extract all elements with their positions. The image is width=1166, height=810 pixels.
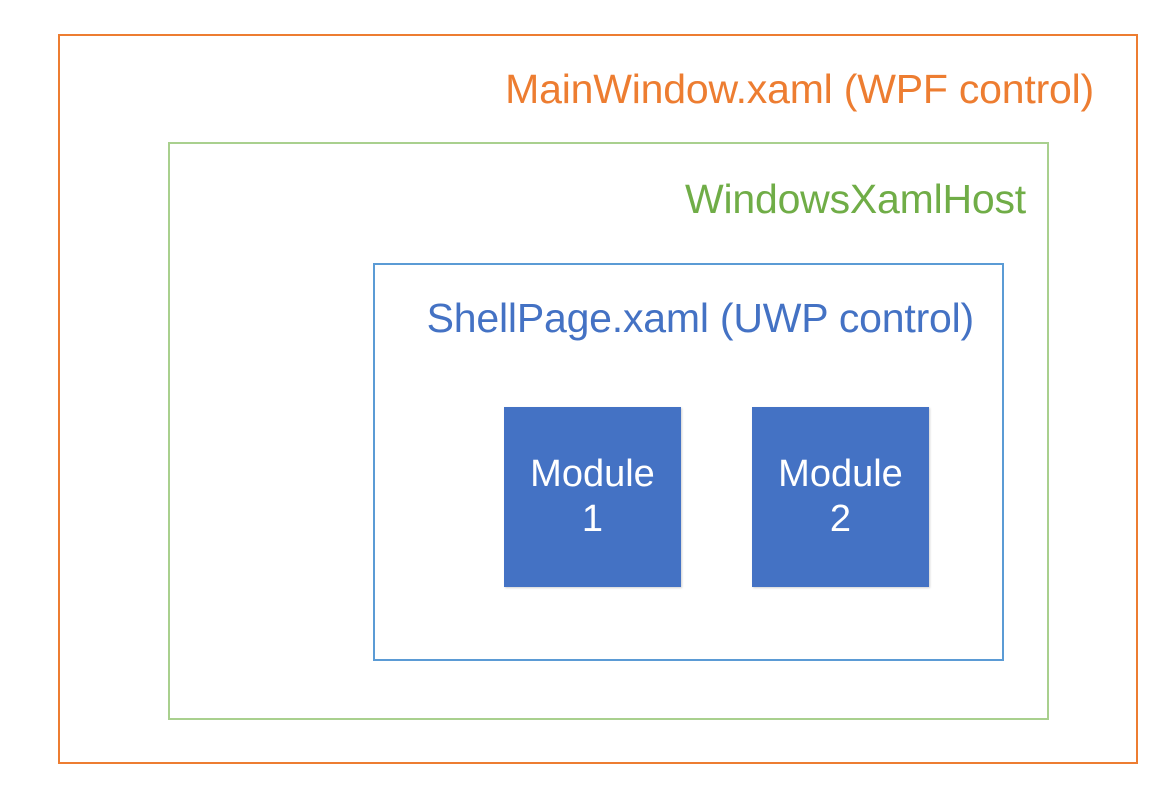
module-tile: Module 2 — [752, 407, 929, 587]
module-tile-number: 1 — [581, 498, 604, 540]
layer-box-windowsxamlhost: WindowsXamlHost ShellPage.xaml (UWP cont… — [168, 142, 1049, 720]
module-tile-name: Module — [778, 453, 903, 496]
layer-box-mainwindow-wpf: MainWindow.xaml (WPF control) WindowsXam… — [58, 34, 1138, 764]
layer-label-windowsxamlhost: WindowsXamlHost — [684, 176, 1026, 222]
layer-box-shellpage-uwp: ShellPage.xaml (UWP control) Module 1 Mo… — [373, 263, 1004, 661]
layer-label-shellpage-uwp: ShellPage.xaml (UWP control) — [426, 295, 975, 341]
layer-label-mainwindow-wpf: MainWindow.xaml (WPF control) — [505, 66, 1094, 112]
module-tile: Module 1 — [504, 407, 681, 587]
module-tile-name: Module — [530, 453, 655, 496]
module-tile-number: 2 — [829, 498, 852, 540]
module-group: Module 1 Module 2 — [504, 407, 929, 587]
